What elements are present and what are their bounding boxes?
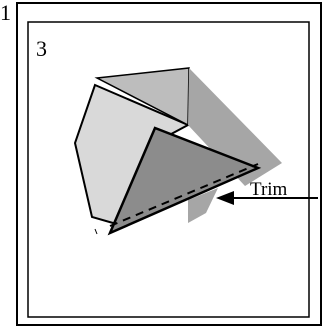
right-panel bbox=[188, 68, 282, 186]
trim-arrow-head bbox=[216, 191, 234, 205]
edge-number-label: 1 bbox=[0, 0, 11, 25]
front-triangle bbox=[107, 126, 262, 236]
corner-mark bbox=[94, 228, 98, 235]
outer-frame bbox=[16, 2, 322, 326]
trim-label: Trim bbox=[250, 179, 288, 200]
step-number: 3 bbox=[36, 36, 47, 61]
lower-tab bbox=[188, 188, 218, 223]
inner-frame bbox=[27, 21, 310, 318]
trim-dashed-line bbox=[109, 163, 259, 227]
